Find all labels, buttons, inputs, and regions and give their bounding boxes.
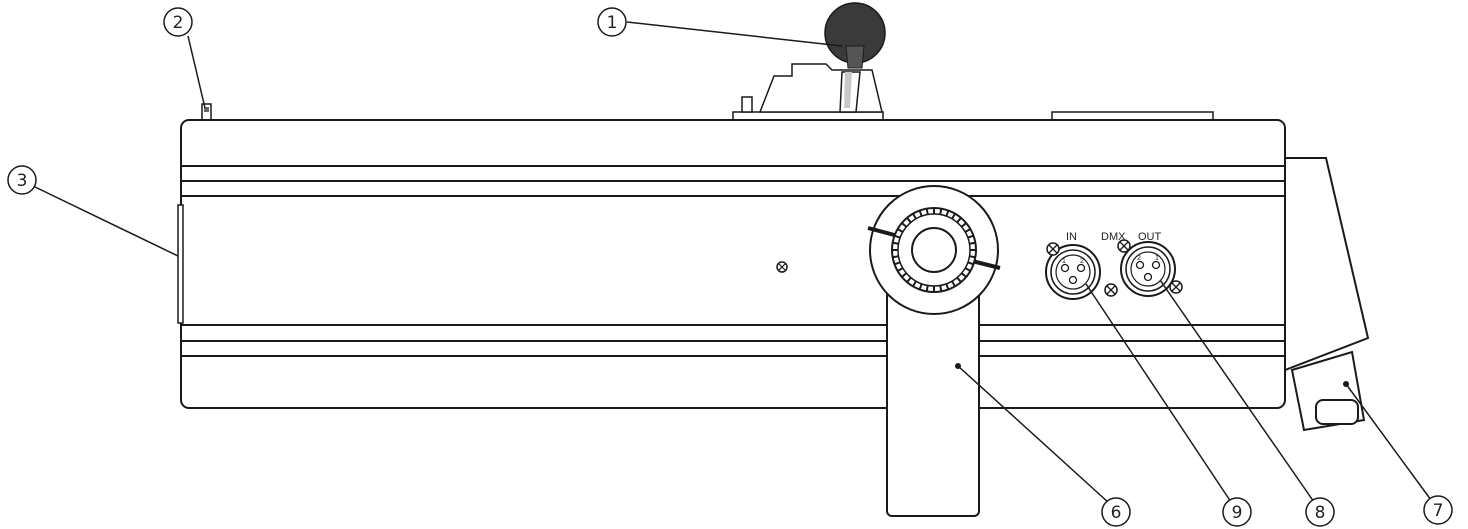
callout-6: 6 — [1101, 497, 1131, 527]
gear-tooth — [967, 234, 974, 239]
gear-tooth — [906, 276, 912, 283]
gear-tooth — [945, 210, 950, 217]
svg-text:2: 2 — [1137, 255, 1141, 262]
svg-text:3: 3 — [17, 171, 28, 191]
gear-tooth — [945, 283, 950, 290]
gear-tooth — [906, 217, 912, 224]
callout-8: 8 — [1305, 497, 1335, 527]
mounting-bracket — [867, 185, 1001, 517]
gear-tooth — [956, 276, 962, 283]
gear-tooth — [925, 285, 929, 292]
gear-tooth — [939, 285, 943, 292]
dmx-label: DMX — [1101, 231, 1126, 243]
body-screw — [776, 261, 788, 273]
svg-text:8: 8 — [1315, 503, 1326, 523]
gear-tooth — [901, 272, 908, 278]
svg-text:1: 1 — [1155, 255, 1159, 262]
callout-7: 7 — [1423, 495, 1453, 525]
callout-3: 3 — [7, 165, 37, 195]
gear-tooth — [969, 241, 976, 245]
gear-tooth — [894, 261, 901, 266]
gear-tooth — [969, 255, 976, 259]
gear-tooth — [964, 267, 971, 272]
gear-tooth — [897, 228, 904, 233]
gear-tooth — [897, 267, 904, 272]
gear-tooth — [912, 280, 917, 287]
gear-tooth — [964, 228, 971, 233]
dmx-out-label: OUT — [1138, 231, 1162, 243]
gear-tooth — [956, 217, 962, 224]
top-lever-assembly — [732, 2, 886, 121]
dmx-in-connector: 1 2 — [1045, 242, 1118, 300]
gear-tooth — [912, 213, 917, 220]
gear-tooth — [901, 222, 908, 228]
dmx-in-label: IN — [1066, 231, 1077, 243]
gear-tooth — [951, 280, 956, 287]
gear-tooth — [892, 241, 899, 245]
gear-tooth — [894, 234, 901, 239]
svg-text:1: 1 — [1062, 258, 1066, 265]
gear-tooth — [960, 272, 967, 278]
svg-text:2: 2 — [1080, 258, 1084, 265]
gear-tooth — [967, 261, 974, 266]
svg-text:7: 7 — [1433, 501, 1444, 521]
svg-text:2: 2 — [173, 13, 184, 33]
end-handle-slot — [1315, 399, 1359, 425]
gear-tooth — [918, 283, 923, 290]
gear-tooth — [892, 255, 899, 259]
svg-text:9: 9 — [1232, 503, 1243, 523]
svg-text:1: 1 — [607, 13, 618, 33]
main-housing — [180, 119, 1286, 409]
callout-1: 1 — [597, 7, 627, 37]
gear-tooth — [918, 210, 923, 217]
gear-tooth — [925, 208, 929, 215]
leader-lines — [32, 21, 1432, 504]
right-end-housing — [1284, 157, 1370, 432]
tilt-lock-knob — [911, 227, 957, 273]
svg-text:6: 6 — [1111, 503, 1122, 523]
gear-tooth — [951, 213, 956, 220]
callout-9: 9 — [1222, 497, 1252, 527]
callout-2: 2 — [163, 7, 193, 37]
top-left-post — [201, 103, 212, 121]
gear-tooth — [960, 222, 967, 228]
gear-tooth — [939, 208, 943, 215]
left-side-plate — [177, 204, 184, 324]
